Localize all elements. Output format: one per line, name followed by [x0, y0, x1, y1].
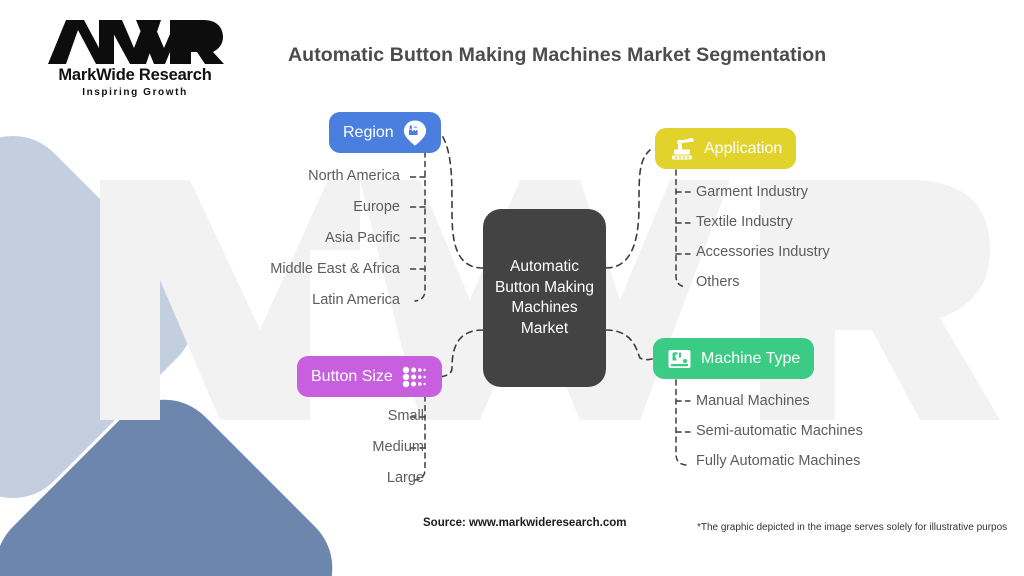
list-item: Asia Pacific	[325, 230, 400, 246]
connector-center-application	[605, 149, 651, 269]
branch-label-button-size: Button Size	[311, 367, 393, 385]
logo-tagline: Inspiring Growth	[82, 87, 188, 98]
list-item: Garment Industry	[696, 184, 809, 200]
connector-region-spine	[414, 151, 426, 302]
decorative-square-dark	[0, 375, 357, 576]
source-note: Source: www.markwideresearch.com	[423, 517, 627, 529]
branch-label-machine-type: Machine Type	[701, 349, 801, 367]
branch-items-region: North America Europe Asia Pacific Middle…	[270, 169, 400, 308]
branch-items-application: Garment Industry Textile Industry Access…	[696, 185, 830, 290]
branch-badge-button-size[interactable]: Button Size	[297, 356, 442, 397]
decorative-square-light	[0, 111, 219, 523]
branch-items-machine-type: Manual Machines Semi-automatic Machines …	[696, 394, 863, 469]
connector-machinetype-spine	[675, 379, 687, 466]
list-item: North America	[308, 168, 400, 184]
brand-logo: MarkWide Research Inspiring Growth	[44, 14, 226, 98]
branch-badge-application[interactable]: Application	[655, 128, 797, 169]
connector-center-region	[439, 131, 484, 269]
map-pin-factory-icon	[403, 120, 427, 146]
logo-mark-icon	[48, 20, 224, 64]
branch-badge-machine-type[interactable]: Machine Type	[653, 338, 815, 379]
robotic-arm-icon	[669, 137, 695, 161]
branch-items-button-size: Small Medium Large	[372, 409, 424, 486]
center-node: Automatic Button Making Machines Market	[483, 209, 606, 387]
dot-grid-icon	[402, 365, 428, 389]
list-item: Europe	[353, 199, 400, 215]
branch-badge-region[interactable]: Region	[329, 112, 441, 153]
list-item: Medium	[372, 439, 424, 455]
list-item: Latin America	[312, 292, 400, 308]
list-item: Small	[387, 408, 424, 424]
list-item: Others	[696, 274, 740, 290]
page-title: Automatic Button Making Machines Market …	[288, 44, 827, 66]
branch-label-application: Application	[704, 139, 783, 157]
list-item: Manual Machines	[696, 393, 810, 409]
connector-center-buttonsize	[439, 329, 484, 378]
logo-brand-name: MarkWide Research	[58, 66, 212, 84]
list-item: Middle East & Africa	[270, 261, 400, 277]
list-item: Fully Automatic Machines	[696, 453, 861, 469]
list-item: Accessories Industry	[696, 244, 830, 260]
branch-label-region: Region	[343, 123, 394, 141]
disclaimer-note: *The graphic depicted in the image serve…	[697, 522, 1008, 533]
connector-application-spine	[675, 169, 687, 288]
sewing-machine-icon	[667, 347, 692, 371]
list-item: Large	[386, 470, 424, 486]
list-item: Semi-automatic Machines	[696, 423, 863, 439]
list-item: Textile Industry	[696, 214, 793, 230]
connector-center-machinetype	[605, 329, 653, 361]
